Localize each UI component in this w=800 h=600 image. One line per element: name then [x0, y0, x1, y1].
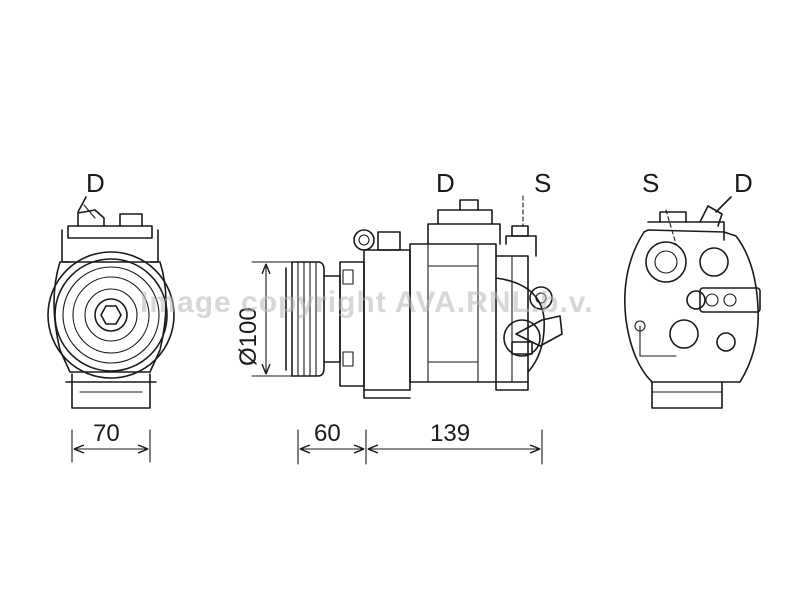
front-view [47, 196, 175, 409]
side-view-suction-label: S [534, 168, 551, 198]
rear-view [624, 196, 761, 409]
front-view-discharge-label: D [86, 168, 105, 198]
rear-view-suction-label: S [642, 168, 659, 198]
watermark-text: Image copyright AVA.RNL.b.v. [140, 286, 594, 319]
dim-front-width-value: 70 [93, 420, 120, 447]
dim-pulley-diameter-value: Ø100 [235, 307, 262, 366]
dim-body-length-value: 139 [430, 420, 470, 447]
dim-side-lengths [297, 429, 543, 465]
dim-front-width [71, 429, 151, 463]
side-view-discharge-label: D [436, 168, 455, 198]
side-view [285, 195, 563, 399]
dim-pulley-depth-value: 60 [314, 420, 341, 447]
dim-pulley-diameter [251, 261, 295, 377]
rear-view-discharge-label: D [734, 168, 753, 198]
